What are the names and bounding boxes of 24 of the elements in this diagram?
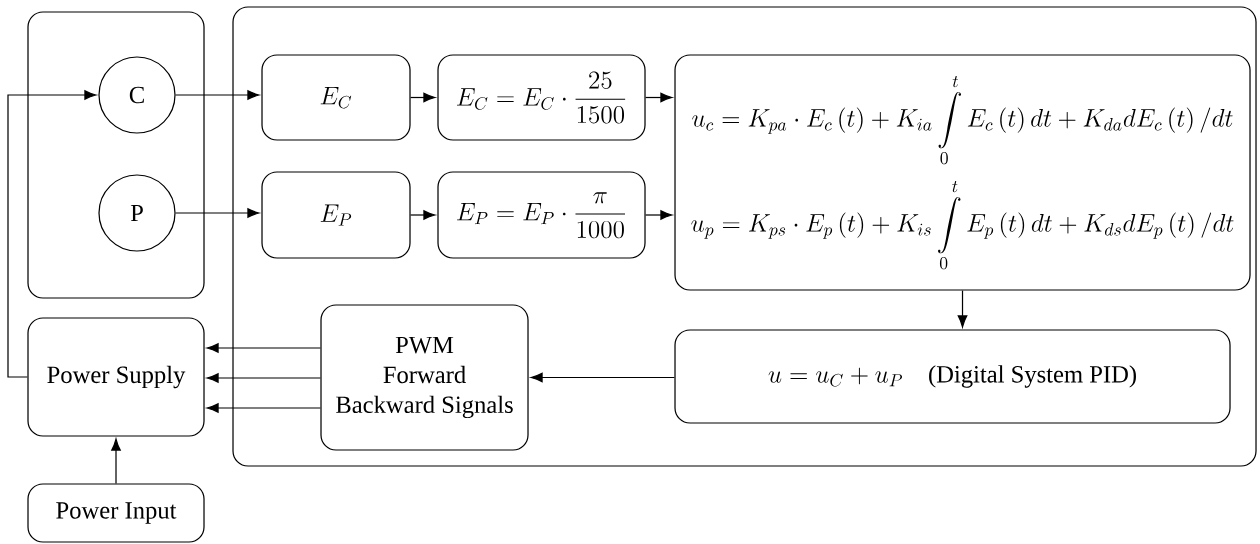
- arrow: [957, 290, 968, 328]
- arrow: [410, 92, 436, 103]
- process-box: $E_C$: [261, 54, 411, 141]
- arrow: [206, 343, 321, 353]
- arrow: [175, 90, 260, 100]
- arrow: [7, 90, 97, 378]
- arrow: [645, 210, 673, 220]
- panel-box: [232, 6, 1257, 467]
- arrow: [206, 373, 321, 383]
- process-box: $E_C = E_C \cdot \dfrac{25}{1500}$: [437, 54, 646, 141]
- arrow: [530, 372, 675, 383]
- process-box: $E_P$: [261, 171, 411, 259]
- arrow: [175, 208, 260, 218]
- process-box: $E_P = E_P \cdot \dfrac{\pi}{1000}$: [437, 171, 646, 259]
- arrow: [645, 92, 673, 103]
- process-box: PWM Forward Backward Signals: [320, 304, 529, 451]
- process-box: Power Supply: [27, 317, 205, 437]
- process-box: Power Input: [27, 483, 205, 543]
- process-box: $u = u_C + u_P \quad \text{(Digital System PID)}$: [674, 329, 1231, 424]
- arrow: [111, 438, 121, 484]
- process-box: $u_c = K_{pa} \cdot E_c\left(t\right) + K_{ia}\int\limits_0^t E_c\left(t\right)dt + K_{da} dE_c\left(t\right)/dt$ $u_p = K_{ps} \cdot E_p\left(t\right) + K_{is}\int\limits_0^t E_p\left(t\right)dt + K_{ds} dE_p\left(t\right)/dt$: [674, 54, 1251, 291]
- panel-box: [27, 11, 205, 299]
- arrow: [410, 210, 436, 220]
- arrow: [206, 403, 321, 413]
